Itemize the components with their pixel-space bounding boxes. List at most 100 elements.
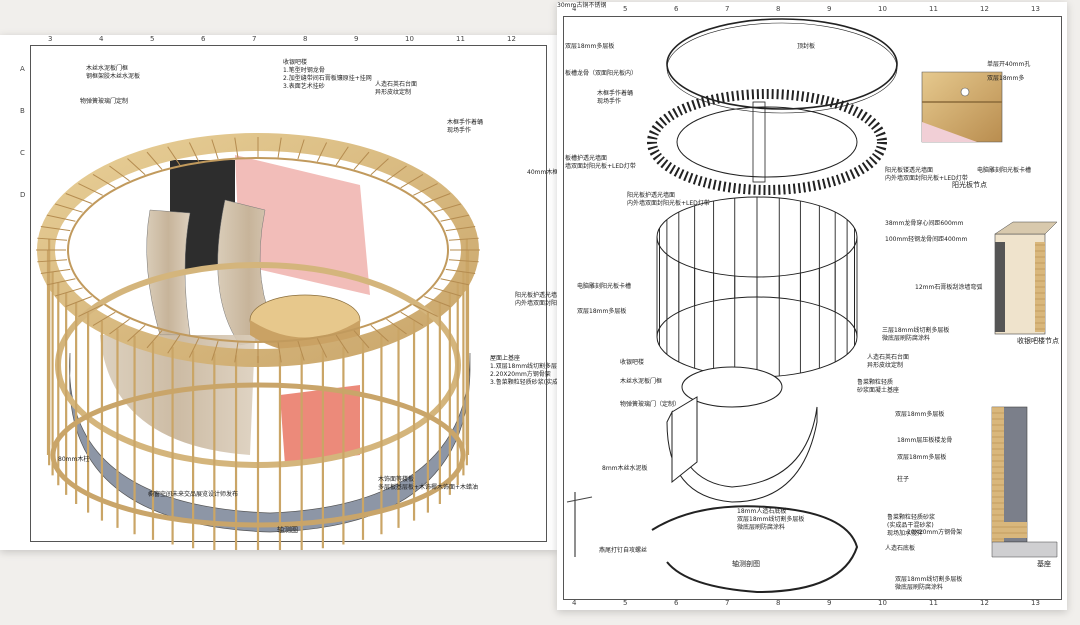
- roof-joist: [188, 338, 200, 358]
- grid-column-number-bottom: 11: [929, 599, 938, 607]
- left-label-line: 2.20X20mm方钢骨架: [490, 371, 551, 378]
- right-label-line: 柱子: [897, 476, 910, 483]
- roof-joist: [146, 151, 163, 170]
- right-label-n15: 人造石底板: [885, 545, 915, 553]
- roof-joist: [167, 146, 181, 166]
- right-label-n11: 双层18mm多层板: [897, 454, 946, 462]
- grid-column-number-bottom: 12: [980, 599, 989, 607]
- grid-column-number-bottom: 13: [1031, 599, 1040, 607]
- grid-column-number: 11: [456, 35, 465, 43]
- grid-column-number: 9: [827, 5, 832, 13]
- node-c-caption: 基座: [1037, 560, 1051, 568]
- roof-joist: [109, 165, 130, 182]
- right-label-line: 电脑雕刻阳光板卡槽: [977, 167, 1032, 174]
- grid-column-number: 7: [725, 5, 730, 13]
- roof-joist: [433, 287, 461, 297]
- roof-joist: [400, 173, 424, 189]
- roof-joist: [353, 330, 370, 349]
- right-label-n4: 电脑雕刻阳光板卡槽: [977, 167, 1031, 175]
- right-label-line: 三层18mm线切割多层板: [882, 327, 950, 334]
- grid-column-number: 8: [776, 5, 781, 13]
- right-label-r1: 双层18mm多层板: [565, 43, 614, 51]
- right-label-line: 内外墙双面封阳光板+LED灯带: [627, 200, 710, 207]
- right-label-n1: 单层开40mm孔: [987, 61, 1030, 69]
- grid-column-number-bottom: 7: [725, 599, 730, 607]
- left-label-line: 现场手作: [447, 127, 472, 134]
- right-label-n5: 38mm龙骨穿心间距600mm: [885, 220, 963, 228]
- left-label-l9: 80mm木柱: [58, 456, 89, 464]
- right-sheet-frame: [563, 16, 1062, 600]
- roof-joist: [188, 142, 200, 162]
- roof-joist: [335, 334, 349, 354]
- roof-joist: [440, 214, 470, 222]
- right-label-n16: 双层18mm线切割多层板微底层刷防腐涂料: [895, 576, 962, 592]
- right-label-line: 砂浆面凝土基座: [857, 387, 900, 394]
- right-label-r10: 人造石英石台面异形皮纹定制: [867, 354, 909, 370]
- left-label-line: 3.表面艺术挂砂: [283, 83, 325, 90]
- right-label-line: 12mm石膏板刮涂墙弯弧: [915, 284, 983, 291]
- grid-column-number: 8: [303, 35, 308, 43]
- roof-joist: [234, 137, 239, 158]
- grid-column-number: 5: [150, 35, 155, 43]
- right-label-line: 双层18mm线切割多层板: [895, 576, 963, 583]
- roof-joist: [146, 330, 163, 349]
- right-label-line: 双层18mm多层板: [897, 454, 947, 461]
- roof-joist: [335, 146, 349, 166]
- right-label-line: 墙双面封阳光板+LED灯带: [565, 163, 636, 170]
- right-label-line: 顶封板: [797, 43, 816, 50]
- exploded-caption: 轴测剖图: [732, 560, 760, 568]
- roof-joist: [37, 259, 68, 263]
- left-label-l4: 人造石英石台面异形皮纹定制: [375, 81, 417, 97]
- roof-joist: [445, 268, 476, 274]
- roof-joist: [92, 173, 116, 189]
- grid-row-letter: D: [20, 191, 26, 199]
- roof-joist: [445, 226, 476, 232]
- grid-column-number: 7: [252, 35, 257, 43]
- right-label-n2: 双层18mm多: [987, 75, 1024, 83]
- right-label-r16: 18mm人造石底板双层18mm线切割多层板微底层刷防腐涂料: [737, 508, 804, 532]
- roof-joist: [353, 151, 370, 170]
- right-label-line: 单层开40mm孔: [987, 61, 1031, 68]
- roof-joist: [127, 158, 146, 176]
- roof-joist: [55, 287, 83, 297]
- right-label-r3: 板槽龙骨（双面阳光板内）: [565, 70, 637, 78]
- roof-joist: [424, 296, 451, 307]
- grid-column-number: 9: [354, 35, 359, 43]
- grid-column-number-bottom: 4: [572, 599, 577, 607]
- right-label-r9: 收银吧楼: [620, 359, 644, 367]
- left-label-line: 内外墙双面封阳光板+LED灯带: [515, 300, 598, 308]
- roof-joist: [297, 139, 305, 160]
- roof-joist: [370, 324, 389, 342]
- right-label-line: 人造石英石台面: [867, 354, 910, 361]
- roof-joist: [127, 324, 146, 342]
- grid-row-letter: A: [20, 65, 25, 73]
- grid-column-number: 10: [405, 35, 414, 43]
- right-label-line: 双层18mm多层板: [895, 411, 945, 418]
- right-label-line: 内外墙双面封阳光板+LED灯带: [885, 175, 968, 182]
- roof-joist: [400, 311, 424, 327]
- right-label-n3: 阳光板镂透光墙面内外墙双面封阳光板+LED灯带: [885, 167, 968, 183]
- left-label-line: 屋面上基座: [490, 355, 521, 362]
- grid-column-number: 4: [572, 5, 577, 13]
- left-label-line: 木丝水泥板门框: [86, 65, 129, 72]
- roof-joist: [40, 226, 71, 232]
- roof-joist: [109, 318, 130, 335]
- roof-joist: [370, 158, 389, 176]
- roof-joist: [316, 338, 328, 358]
- grid-column-number: 12: [980, 5, 989, 13]
- right-label-line: 板槽龙骨（双面阳光板内）: [565, 70, 638, 77]
- right-label-n7: 12mm石膏板刮涂墙弯弧: [915, 284, 982, 292]
- left-label-line: 异形皮纹定制: [375, 89, 412, 96]
- right-label-line: 板槽护透光墙面: [565, 155, 608, 162]
- right-label-line: 100mm轻钢龙骨间距400mm: [885, 236, 968, 243]
- right-label-r4: 木框手作着蛹现场手作: [597, 90, 633, 106]
- roof-joist: [277, 137, 282, 158]
- left-sheet-caption: 轴测图: [277, 526, 298, 534]
- left-label-line: 木框手作着蛹: [447, 119, 484, 126]
- grid-column-number: 6: [201, 35, 206, 43]
- right-label-line: 双层18mm多: [987, 75, 1025, 82]
- right-label-line: 现场加水搅拌: [887, 530, 924, 537]
- right-label-n8: 三层18mm线切割多层板微底层刷防腐涂料: [882, 327, 949, 343]
